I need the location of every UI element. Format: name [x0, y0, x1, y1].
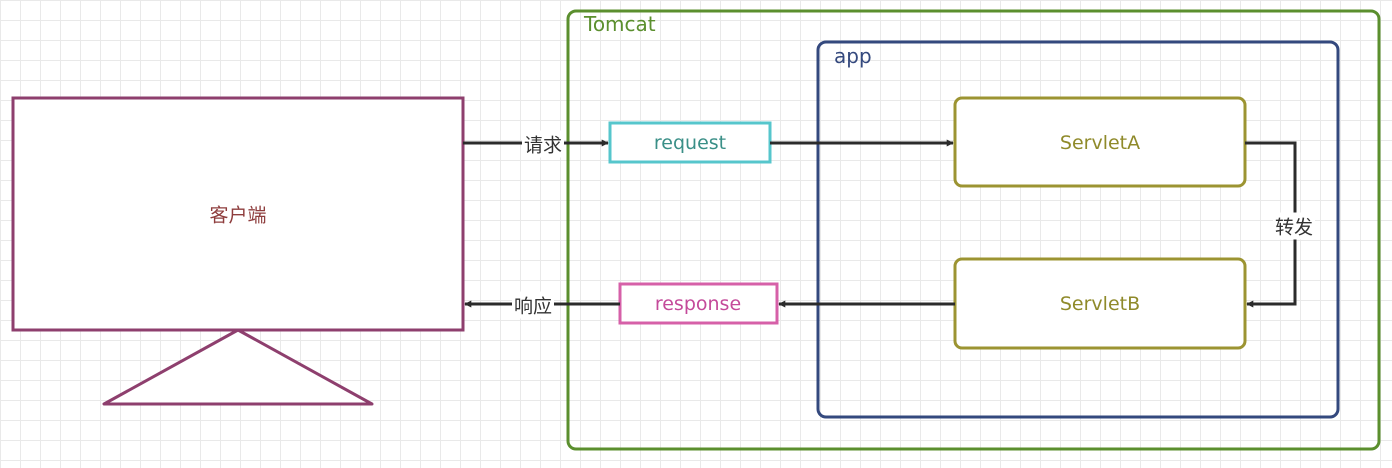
request-box — [608, 121, 772, 164]
request-edge-label: 请求 — [521, 130, 565, 158]
response-box — [618, 282, 779, 325]
response-label: response — [654, 293, 742, 315]
app-container — [816, 40, 1340, 419]
app-label: app — [834, 44, 872, 68]
response-edge-label: 响应 — [511, 291, 555, 319]
tomcat-label: Tomcat — [584, 12, 656, 36]
tomcat-container — [566, 9, 1381, 451]
servlet-b-label: ServletB — [1059, 293, 1141, 315]
forward-edge-label: 转发 — [1272, 212, 1316, 240]
request-label: request — [653, 132, 727, 154]
servlet-a-label: ServletA — [1059, 132, 1141, 154]
client-monitor — [11, 96, 465, 332]
client-monitor-stand — [102, 328, 374, 406]
client-label: 客户端 — [209, 204, 267, 227]
